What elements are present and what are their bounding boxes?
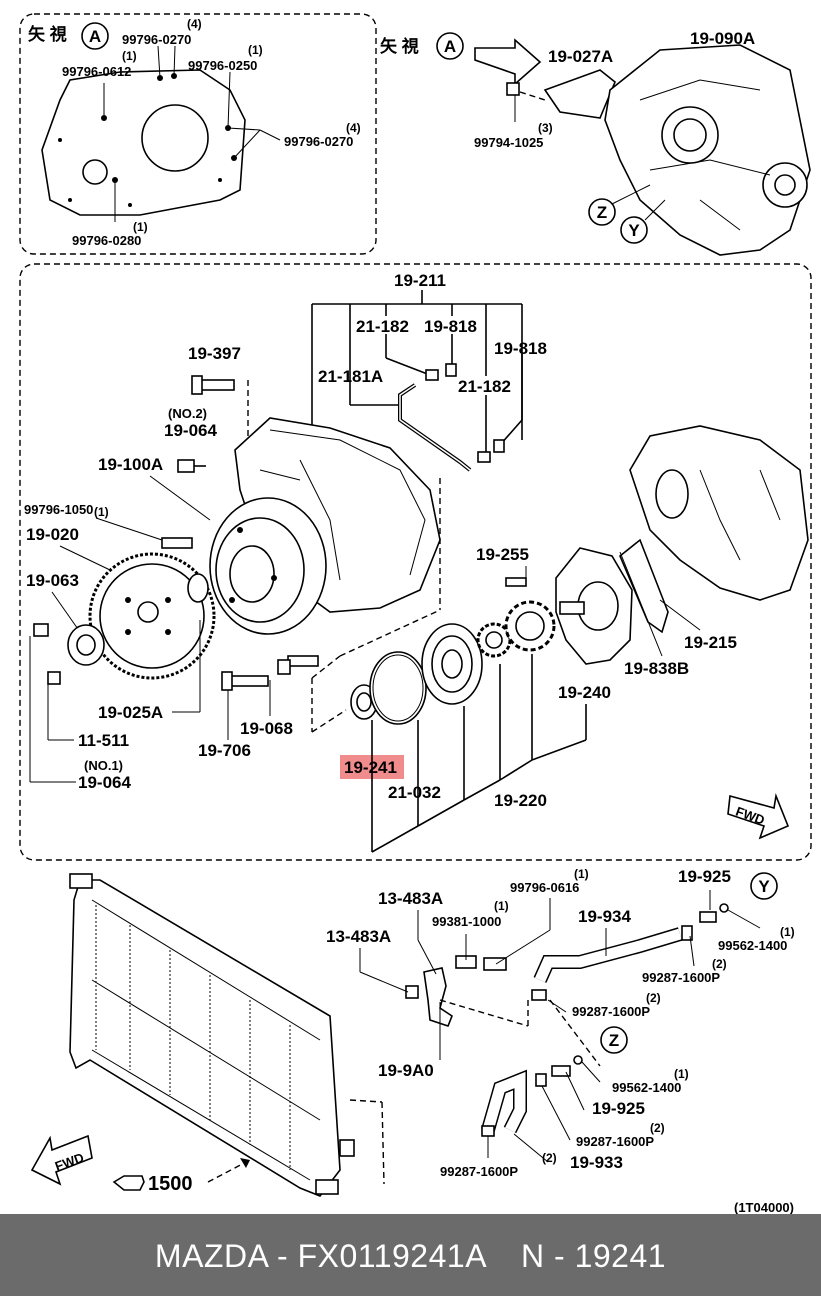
- part-99381-1000: 99381-1000: [432, 914, 501, 929]
- part-13-483a-b: 13-483A: [326, 927, 391, 946]
- qty-1000: (1): [494, 899, 509, 913]
- part-19-838b: 19-838B: [624, 659, 689, 678]
- part-19-925-b: 19-925: [592, 1099, 645, 1118]
- fitting-19-9a0: [423, 967, 453, 1027]
- qty-1600-b: (2): [646, 991, 661, 1005]
- view-a-jp-label-2: 矢 視: [380, 36, 419, 56]
- parts-diagram: 矢 視 A (4) 99796-0270 (1) 99796-0612 (1) …: [19, 13, 812, 1214]
- part-19-925-a: 19-925: [678, 867, 731, 886]
- radiator: [69, 879, 341, 1197]
- view-a-panel: 矢 視 A (4) 99796-0270 (1) 99796-0612 (1) …: [19, 13, 377, 255]
- part-99562-1400-a: 99562-1400: [718, 938, 787, 953]
- marker-y-2: Y: [758, 877, 770, 896]
- view-arrow: [474, 38, 542, 86]
- part-19-240: 19-240: [558, 683, 611, 702]
- part-99287-1600p-c: 99287-1600P: [576, 1134, 654, 1149]
- part-19-9a0: 19-9A0: [378, 1061, 434, 1080]
- part-19-818-a: 19-818: [424, 317, 477, 336]
- qty-1600-a: (2): [712, 957, 727, 971]
- part-19-027a: 19-027A: [548, 47, 613, 66]
- marker-z: Z: [597, 203, 607, 222]
- part-99796-0250: 99796-0250: [188, 58, 257, 73]
- qty-1025: (3): [538, 121, 553, 135]
- part-19-020: 19-020: [26, 525, 79, 544]
- part-19-255: 19-255: [476, 545, 529, 564]
- plate-small-hole: [82, 159, 108, 185]
- part-19-063: 19-063: [26, 571, 79, 590]
- part-19-934: 19-934: [578, 907, 631, 926]
- footer-bar: [0, 1214, 821, 1296]
- qty-0270-right: (4): [346, 121, 361, 135]
- qty-0616: (1): [574, 867, 589, 881]
- part-19-397: 19-397: [188, 344, 241, 363]
- footer-caption: MAZDA - FX0119241A N - 19241: [0, 1238, 821, 1275]
- view-a-jp-label: 矢 視: [28, 24, 67, 44]
- part-21-182-b: 21-182: [458, 377, 511, 396]
- qty-0612: (1): [122, 49, 137, 63]
- part-21-032: 21-032: [388, 783, 441, 802]
- radiator-group: 13-483A (1) 99796-0616 (1) 99381-1000 13…: [30, 867, 795, 1214]
- part-19-706: 19-706: [198, 741, 251, 760]
- part-19-241: 19-241: [344, 758, 397, 777]
- marker-a-2: A: [444, 37, 456, 56]
- footer-part-number: MAZDA - FX0119241A: [154, 1238, 488, 1274]
- part-19-064-a: 19-064: [164, 421, 217, 440]
- fwd-arrow-bottom: [30, 1134, 93, 1186]
- part-19-933: 19-933: [570, 1153, 623, 1172]
- part-19-211: 19-211: [394, 271, 446, 290]
- part-1500: 1500: [148, 1173, 193, 1195]
- part-19-064-b: 19-064: [78, 773, 131, 792]
- qty-1400-a: (1): [780, 925, 795, 939]
- part-99796-0616: 99796-0616: [510, 880, 579, 895]
- part-19-818-b: 19-818: [494, 339, 547, 358]
- part-11-511: 11-511: [78, 731, 129, 750]
- o-ring-21-032: [369, 651, 427, 725]
- qty-1050: (1): [94, 505, 109, 519]
- qty-no2: (NO.2): [168, 406, 207, 421]
- part-19-090a: 19-090A: [690, 29, 755, 48]
- hand-pointer-icon: [112, 1175, 145, 1191]
- part-19-215: 19-215: [684, 633, 737, 652]
- part-99562-1400-b: 99562-1400: [612, 1080, 681, 1095]
- part-19-068: 19-068: [240, 719, 293, 738]
- qty-1400-b: (1): [674, 1067, 689, 1081]
- part-19-100a: 19-100A: [98, 455, 163, 474]
- marker-a: A: [89, 27, 101, 46]
- part-99796-0612: 99796-0612: [62, 64, 131, 79]
- footer-reference: N - 19241: [521, 1238, 667, 1274]
- qty-0270-top: (4): [187, 17, 202, 31]
- qty-0280: (1): [133, 220, 148, 234]
- qty-0250: (1): [248, 43, 263, 57]
- marker-y: Y: [628, 221, 640, 240]
- part-99796-0270-right: 99796-0270: [284, 134, 353, 149]
- part-99796-0270-top: 99796-0270: [122, 32, 191, 47]
- part-19-025a: 19-025A: [98, 703, 163, 722]
- middle-panel: 19-211 21-182 19-818 19-818 21-181A 21-1…: [19, 263, 812, 861]
- part-21-182-a: 21-182: [356, 317, 409, 336]
- part-99796-1050: 99796-1050: [24, 502, 93, 517]
- transaxle-overview: 矢 視 A 19-090A 19-027A (3) 99794-1025 Z Y: [380, 29, 811, 256]
- part-21-181a: 21-181A: [318, 367, 383, 386]
- part-99287-1600p-d: 99287-1600P: [440, 1164, 518, 1179]
- plate-center-hole: [141, 104, 209, 172]
- qty-1600-d: (2): [542, 1151, 557, 1165]
- marker-z-2: Z: [609, 1031, 619, 1050]
- qty-no1: (NO.1): [84, 758, 123, 773]
- fwd-arrow-middle: [727, 793, 790, 840]
- part-19-220: 19-220: [494, 791, 547, 810]
- part-99794-1025: 99794-1025: [474, 135, 543, 150]
- part-99287-1600p-b: 99287-1600P: [572, 1004, 650, 1019]
- diagram-code: (1T04000): [734, 1200, 794, 1214]
- transmission-case-cover: [629, 425, 809, 601]
- cover-19-027a: [543, 69, 616, 119]
- part-99796-0280: 99796-0280: [72, 233, 141, 248]
- part-99287-1600p-a: 99287-1600P: [642, 970, 720, 985]
- part-13-483a-a: 13-483A: [378, 889, 443, 908]
- qty-1600-c: (2): [650, 1121, 665, 1135]
